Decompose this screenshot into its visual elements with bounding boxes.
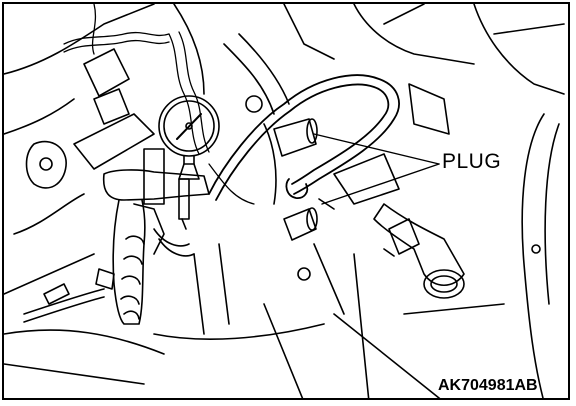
figure-frame: PLUG AK704981AB xyxy=(2,2,570,400)
pressure-tester xyxy=(102,148,210,325)
engine-background xyxy=(4,4,565,398)
wiring-harness xyxy=(63,4,255,205)
figure-code: AK704981AB xyxy=(438,377,538,394)
test-hose xyxy=(208,74,400,201)
plug-callout-label: PLUG xyxy=(442,150,502,173)
coolant-hose xyxy=(373,203,465,299)
left-wire xyxy=(23,268,115,323)
plug-fittings xyxy=(273,118,335,241)
plug-leader-lines xyxy=(313,133,440,205)
engine-illustration xyxy=(4,4,565,398)
